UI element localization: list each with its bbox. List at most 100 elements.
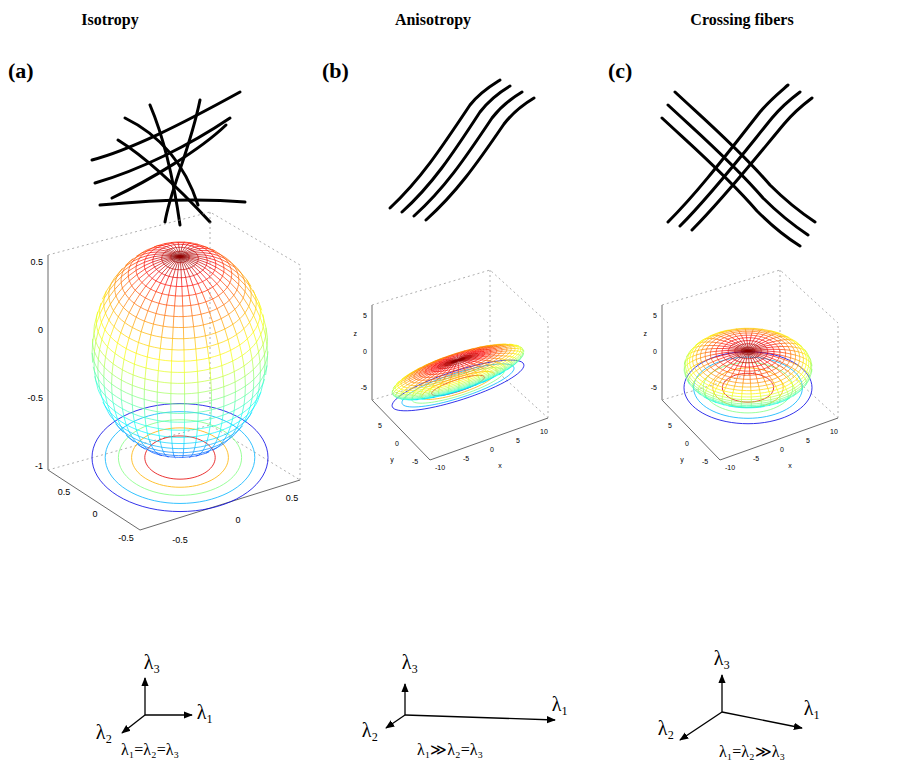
eigen-label: λ₂ bbox=[96, 722, 113, 742]
mesh-line bbox=[395, 344, 520, 392]
mesh-line bbox=[395, 345, 520, 393]
mesh-line bbox=[153, 244, 207, 277]
axis-tick: -5 bbox=[753, 455, 759, 462]
axis-tick: 0 bbox=[235, 516, 240, 525]
mesh-line bbox=[153, 244, 207, 277]
mesh-line bbox=[136, 242, 224, 296]
mesh-line bbox=[144, 243, 215, 287]
mesh-line bbox=[392, 351, 524, 398]
axis-tick: 5 bbox=[806, 437, 810, 444]
panel-letter: (b) bbox=[322, 60, 349, 82]
mesh-line bbox=[102, 392, 261, 437]
mesh-line bbox=[701, 330, 796, 384]
axis-tick: -5 bbox=[412, 458, 418, 465]
axis-tick: -5 bbox=[702, 458, 708, 465]
mesh-line bbox=[431, 351, 485, 372]
axis-tick: y bbox=[680, 456, 684, 463]
axis-tick: -5 bbox=[651, 384, 657, 391]
mesh-line bbox=[94, 365, 267, 422]
eigen-label: λ₁ bbox=[804, 698, 821, 718]
mesh-line bbox=[162, 247, 199, 269]
mesh-line bbox=[728, 341, 767, 363]
axis-tick: 0.5 bbox=[30, 258, 43, 267]
mesh-line bbox=[438, 353, 479, 369]
axis-tick: 0 bbox=[38, 326, 43, 335]
eigen-label: λ₁ bbox=[552, 694, 569, 714]
mesh-line bbox=[159, 455, 199, 458]
axis-tick: 10 bbox=[830, 428, 838, 435]
mesh-line bbox=[425, 349, 491, 374]
axis-tick: 0.5 bbox=[58, 488, 71, 497]
mesh-line bbox=[715, 402, 779, 408]
axis-tick: -1 bbox=[35, 462, 43, 471]
axis-tick: z bbox=[644, 330, 648, 337]
mesh-line bbox=[405, 345, 512, 386]
mesh-line bbox=[136, 242, 224, 296]
mesh-line bbox=[405, 345, 512, 386]
axis-tick: y bbox=[390, 456, 394, 463]
mesh-line bbox=[701, 330, 796, 383]
mesh-line bbox=[425, 349, 491, 374]
mesh-line bbox=[116, 424, 243, 449]
ellipsoid-plot bbox=[684, 328, 812, 424]
eigen-relation: λ₁≫λ₂=λ₃ bbox=[417, 742, 483, 758]
contour-ring bbox=[145, 436, 215, 479]
eigen-relation: λ₁=λ₂=λ₃ bbox=[121, 742, 179, 758]
mesh-line bbox=[92, 351, 268, 404]
ellipsoid-plot bbox=[92, 242, 268, 512]
mesh-line bbox=[129, 438, 228, 456]
mesh-line bbox=[722, 338, 774, 367]
fiber-sketch bbox=[92, 80, 815, 246]
panel-letter: (a) bbox=[8, 60, 34, 82]
mesh-line bbox=[109, 271, 251, 339]
mesh-line bbox=[144, 243, 216, 287]
mesh-line bbox=[741, 347, 754, 355]
eigen-axes bbox=[122, 675, 802, 740]
panel-letter: (c) bbox=[608, 60, 632, 82]
axis-tick: -0.5 bbox=[27, 394, 43, 403]
axis-tick: 5 bbox=[668, 422, 672, 429]
eigen-label: λ₁ bbox=[197, 702, 214, 722]
mesh-line bbox=[684, 363, 812, 405]
mesh-line bbox=[684, 355, 811, 402]
mesh-line bbox=[141, 446, 218, 457]
axis-tick: -0.5 bbox=[118, 534, 134, 543]
mesh-line bbox=[92, 353, 267, 414]
mesh-line bbox=[401, 344, 515, 388]
mesh-line bbox=[414, 346, 502, 380]
mesh-line bbox=[100, 291, 261, 361]
eigen-label: λ₃ bbox=[144, 652, 161, 672]
mesh-line bbox=[401, 344, 515, 388]
axis-tick: -10 bbox=[725, 464, 735, 471]
mesh-line bbox=[115, 261, 246, 328]
axis-tick: 0 bbox=[395, 440, 399, 447]
mesh-line bbox=[735, 344, 762, 359]
mesh-line bbox=[735, 344, 762, 359]
mesh-line bbox=[171, 251, 189, 262]
mesh-line bbox=[93, 328, 268, 394]
mesh-line bbox=[687, 336, 809, 397]
axis-tick: -10 bbox=[435, 464, 445, 471]
eigen-label: λ₃ bbox=[714, 648, 731, 668]
axis-tick: 5 bbox=[378, 422, 382, 429]
column-title: Isotropy bbox=[81, 12, 139, 28]
mesh-line bbox=[398, 344, 518, 390]
column-title: Anisotropy bbox=[395, 12, 471, 28]
mesh-line bbox=[104, 290, 256, 350]
axis-tick: x bbox=[498, 462, 502, 469]
axis-tick: -5 bbox=[361, 384, 367, 391]
axis-tick: x bbox=[788, 462, 792, 469]
mesh-line bbox=[93, 337, 268, 394]
axis-tick: z bbox=[354, 330, 358, 337]
contour-ring bbox=[132, 428, 229, 487]
mesh-line bbox=[705, 331, 791, 379]
mesh-line bbox=[716, 335, 780, 371]
axis-tick: 5 bbox=[653, 312, 657, 319]
axis-tick: 0 bbox=[490, 446, 494, 453]
mesh-line bbox=[710, 333, 785, 375]
eigen-label: λ₃ bbox=[402, 652, 419, 672]
mesh-line bbox=[693, 328, 804, 390]
axis-tick: 0 bbox=[780, 446, 784, 453]
